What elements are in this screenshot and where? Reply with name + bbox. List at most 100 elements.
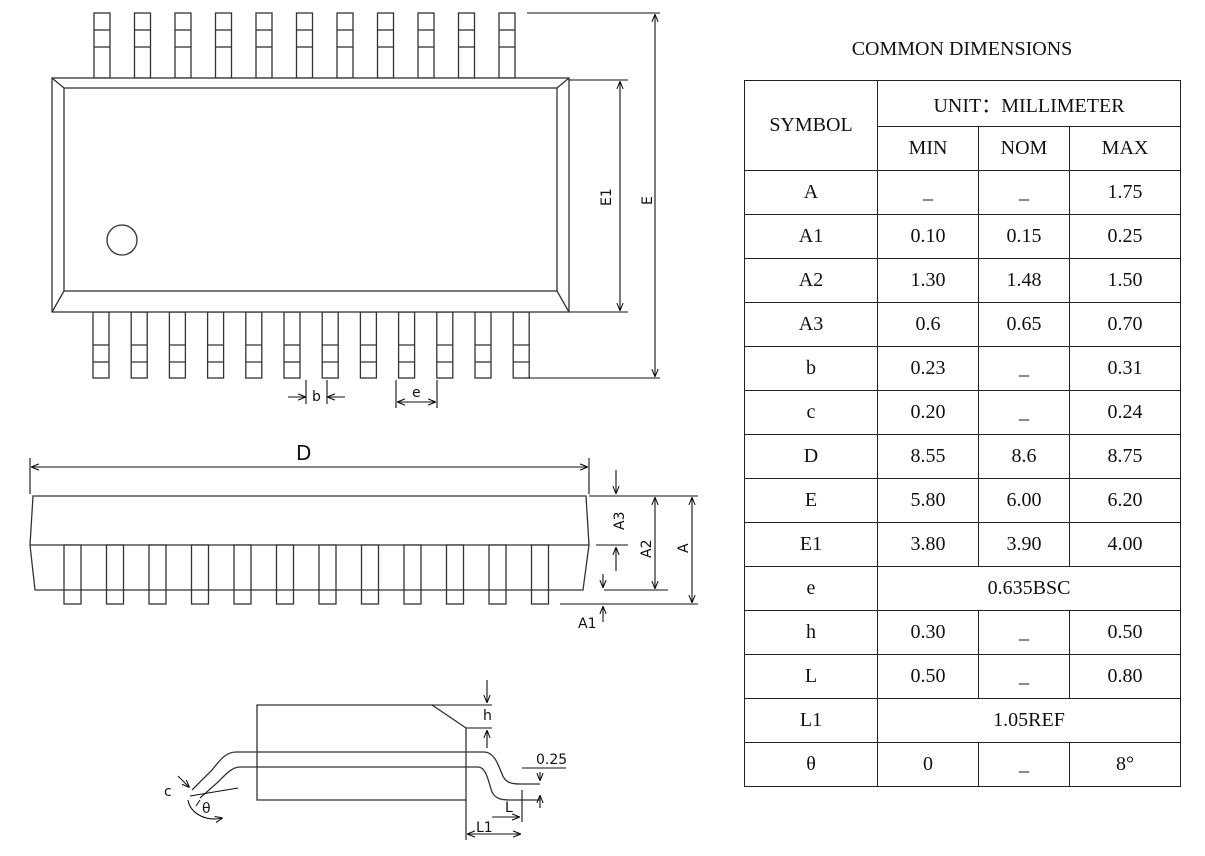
symbol-cell: L1 xyxy=(744,698,878,743)
side-lead xyxy=(233,544,252,605)
side-lead xyxy=(318,544,337,605)
side-lead-outline xyxy=(445,544,465,605)
max-cell: 0.24 xyxy=(1068,390,1182,435)
top-lead xyxy=(214,12,233,79)
side-lead-outline xyxy=(275,544,295,605)
min-cell: 0 xyxy=(877,742,979,787)
value-span-cell: 0.635BSC xyxy=(876,566,1182,611)
dimensions-table: SYMBOL UNIT：MILLIMETER MIN NOM MAX A__1.… xyxy=(744,80,1182,787)
min-cell: 5.80 xyxy=(877,478,979,523)
symbol-cell: c xyxy=(744,390,878,435)
label-c: c xyxy=(164,784,172,800)
bottom-lead xyxy=(512,311,530,379)
symbol-cell: A1 xyxy=(744,214,878,259)
side-lead xyxy=(63,544,82,605)
symbol-cell: θ xyxy=(744,742,878,787)
max-cell: 6.20 xyxy=(1068,478,1182,523)
min-cell: 1.30 xyxy=(877,258,979,303)
bottom-lead xyxy=(245,311,263,379)
top-lead-outline xyxy=(457,12,476,79)
side-lead xyxy=(148,544,167,605)
label-A1: A1 xyxy=(578,616,596,632)
symbol-cell: A xyxy=(744,170,878,215)
nom-cell: _ xyxy=(978,390,1070,435)
detail-body xyxy=(256,704,467,801)
top-lead xyxy=(376,12,395,79)
label-A3: A3 xyxy=(612,512,628,530)
top-lead xyxy=(93,12,111,79)
symbol-cell: E xyxy=(744,478,878,523)
side-lead-outline xyxy=(530,544,550,605)
bottom-leads xyxy=(92,311,530,379)
bottom-lead xyxy=(130,311,148,379)
dim-L1 xyxy=(465,800,520,840)
dim-E1 xyxy=(569,79,628,313)
dim-h xyxy=(432,680,492,748)
symbol-cell: L xyxy=(744,654,878,699)
label-L1: L1 xyxy=(476,820,493,836)
top-lead-outline xyxy=(133,12,152,79)
bottom-lead xyxy=(359,311,378,379)
bottom-lead xyxy=(436,311,454,379)
max-cell: 1.50 xyxy=(1068,258,1182,303)
nom-cell: 0.65 xyxy=(978,302,1070,347)
bottom-lead xyxy=(92,311,110,379)
top-lead-outline xyxy=(336,12,354,79)
top-leads xyxy=(93,12,516,79)
top-lead-outline xyxy=(174,12,192,79)
label-lead-thickness: 0.25 xyxy=(536,752,567,768)
side-lead-outline xyxy=(403,544,422,605)
top-lead-outline xyxy=(498,12,516,79)
nom-header: NOM xyxy=(978,126,1070,171)
table-row: A__1.75 xyxy=(744,170,1182,215)
max-header: MAX xyxy=(1068,126,1182,171)
top-lead xyxy=(295,12,314,79)
top-lead xyxy=(457,12,476,79)
side-lead xyxy=(488,544,507,605)
nom-cell: _ xyxy=(978,610,1070,655)
symbol-cell: E1 xyxy=(744,522,878,567)
symbol-cell: e xyxy=(744,566,878,611)
max-cell: 0.31 xyxy=(1068,346,1182,391)
label-A: A xyxy=(676,543,692,553)
bottom-lead xyxy=(474,311,492,379)
nom-cell: _ xyxy=(978,346,1070,391)
dim-b xyxy=(288,380,345,404)
min-cell: 0.50 xyxy=(877,654,979,699)
side-lead xyxy=(190,544,210,605)
symbol-cell: b xyxy=(744,346,878,391)
side-lead-outline xyxy=(360,544,380,605)
nom-cell: _ xyxy=(978,170,1070,215)
top-lead-outline xyxy=(93,12,111,79)
nom-cell: _ xyxy=(978,742,1070,787)
unit-header: UNIT：MILLIMETER xyxy=(876,80,1182,127)
dim-L xyxy=(492,790,523,822)
top-lead xyxy=(336,12,354,79)
top-lead-outline xyxy=(295,12,314,79)
label-E1: E1 xyxy=(599,188,615,206)
side-lead-outline xyxy=(105,544,125,605)
side-view xyxy=(29,495,590,605)
dim-A2 xyxy=(600,495,698,591)
max-cell: 8.75 xyxy=(1068,434,1182,479)
top-lead xyxy=(174,12,192,79)
bottom-lead xyxy=(397,311,416,379)
nom-cell: 0.15 xyxy=(978,214,1070,259)
side-lead-outline xyxy=(63,544,82,605)
side-lead xyxy=(105,544,125,605)
top-lead xyxy=(133,12,152,79)
dim-E xyxy=(527,12,660,379)
side-lead-outline xyxy=(148,544,167,605)
side-lead-outline xyxy=(190,544,210,605)
